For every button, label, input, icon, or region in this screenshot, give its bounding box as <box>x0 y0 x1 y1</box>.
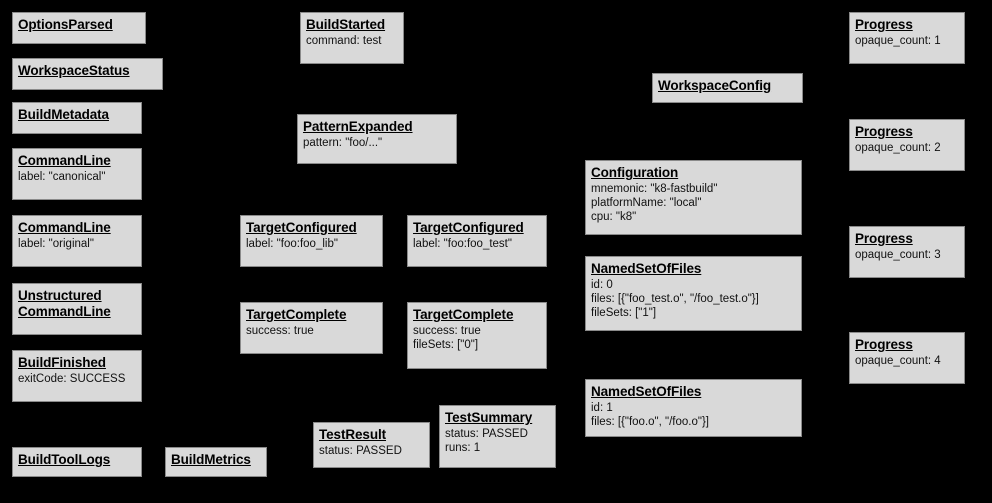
node-command-line-original[interactable]: CommandLine label: "original" <box>12 215 142 267</box>
node-target-complete-lib[interactable]: TargetComplete success: true <box>240 302 383 354</box>
node-command-line-canonical[interactable]: CommandLine label: "canonical" <box>12 148 142 200</box>
node-fields: pattern: "foo/..." <box>303 137 383 149</box>
node-title: Progress <box>855 337 913 352</box>
node-title: OptionsParsed <box>18 17 113 32</box>
node-progress-3[interactable]: Progress opaque_count: 3 <box>849 226 965 278</box>
node-build-finished[interactable]: BuildFinished exitCode: SUCCESS <box>12 350 142 402</box>
node-target-complete-test[interactable]: TargetComplete success: true fileSets: ["… <box>407 302 547 369</box>
node-title: Progress <box>855 17 913 32</box>
node-configuration[interactable]: Configuration mnemonic: "k8-fastbuild" pl… <box>585 160 802 235</box>
node-unstructured-command-line[interactable]: Unstructured CommandLine <box>12 283 142 335</box>
node-title: BuildMetadata <box>18 107 109 122</box>
node-test-summary[interactable]: TestSummary status: PASSED runs: 1 <box>439 405 556 468</box>
node-named-set-of-files-0[interactable]: NamedSetOfFiles id: 0 files: [{"foo_test.… <box>585 256 802 331</box>
node-title: BuildStarted <box>306 17 386 32</box>
node-title: TestResult <box>319 427 387 442</box>
node-title: BuildMetrics <box>171 452 251 467</box>
node-title: PatternExpanded <box>303 119 413 134</box>
node-title: Progress <box>855 124 913 139</box>
node-build-metadata[interactable]: BuildMetadata <box>12 102 142 134</box>
node-test-result[interactable]: TestResult status: PASSED <box>313 422 430 468</box>
node-title: Progress <box>855 231 913 246</box>
node-named-set-of-files-1[interactable]: NamedSetOfFiles id: 1 files: [{"foo.o", "… <box>585 379 802 437</box>
node-options-parsed[interactable]: OptionsParsed <box>12 12 146 44</box>
node-title: BuildToolLogs <box>18 452 111 467</box>
node-fields: exitCode: SUCCESS <box>18 373 126 385</box>
node-fields: label: "original" <box>18 238 94 250</box>
node-fields: status: PASSED <box>319 445 402 457</box>
node-fields: label: "foo:foo_lib" <box>246 238 338 250</box>
node-title: NamedSetOfFiles <box>591 261 702 276</box>
node-fields: opaque_count: 2 <box>855 142 941 154</box>
node-target-configured-foo-lib[interactable]: TargetConfigured label: "foo:foo_lib" <box>240 215 383 267</box>
node-fields: id: 1 files: [{"foo.o", "/foo.o"}] <box>591 402 709 428</box>
node-fields: mnemonic: "k8-fastbuild" platformName: "… <box>591 183 718 223</box>
node-title: CommandLine <box>18 153 111 168</box>
node-fields: opaque_count: 3 <box>855 249 941 261</box>
node-fields: opaque_count: 1 <box>855 35 941 47</box>
node-fields: opaque_count: 4 <box>855 355 941 367</box>
node-fields: status: PASSED runs: 1 <box>445 428 528 454</box>
node-title: NamedSetOfFiles <box>591 384 702 399</box>
node-build-tool-logs[interactable]: BuildToolLogs <box>12 447 142 477</box>
node-title: TargetComplete <box>413 307 514 322</box>
node-title: WorkspaceStatus <box>18 63 130 78</box>
node-title: BuildFinished <box>18 355 106 370</box>
node-fields: label: "foo:foo_test" <box>413 238 512 250</box>
node-fields: success: true fileSets: ["0"] <box>413 325 481 351</box>
node-title: TargetComplete <box>246 307 347 322</box>
node-workspace-status[interactable]: WorkspaceStatus <box>12 58 163 90</box>
node-fields: label: "canonical" <box>18 171 106 183</box>
node-fields: command: test <box>306 35 382 47</box>
node-title: Unstructured CommandLine <box>18 288 111 319</box>
node-workspace-config[interactable]: WorkspaceConfig <box>652 73 803 103</box>
node-title: Configuration <box>591 165 679 180</box>
node-title: CommandLine <box>18 220 111 235</box>
node-title: WorkspaceConfig <box>658 78 772 93</box>
node-progress-2[interactable]: Progress opaque_count: 2 <box>849 119 965 171</box>
node-fields: id: 0 files: [{"foo_test.o", "/foo_test.… <box>591 279 759 319</box>
node-pattern-expanded[interactable]: PatternExpanded pattern: "foo/..." <box>297 114 457 164</box>
node-title: TestSummary <box>445 410 533 425</box>
node-target-configured-foo-test[interactable]: TargetConfigured label: "foo:foo_test" <box>407 215 547 267</box>
node-title: TargetConfigured <box>413 220 524 235</box>
node-fields: success: true <box>246 325 314 337</box>
node-progress-1[interactable]: Progress opaque_count: 1 <box>849 12 965 64</box>
node-build-metrics[interactable]: BuildMetrics <box>165 447 267 477</box>
node-progress-4[interactable]: Progress opaque_count: 4 <box>849 332 965 384</box>
node-build-started[interactable]: BuildStarted command: test <box>300 12 404 64</box>
node-title: TargetConfigured <box>246 220 357 235</box>
